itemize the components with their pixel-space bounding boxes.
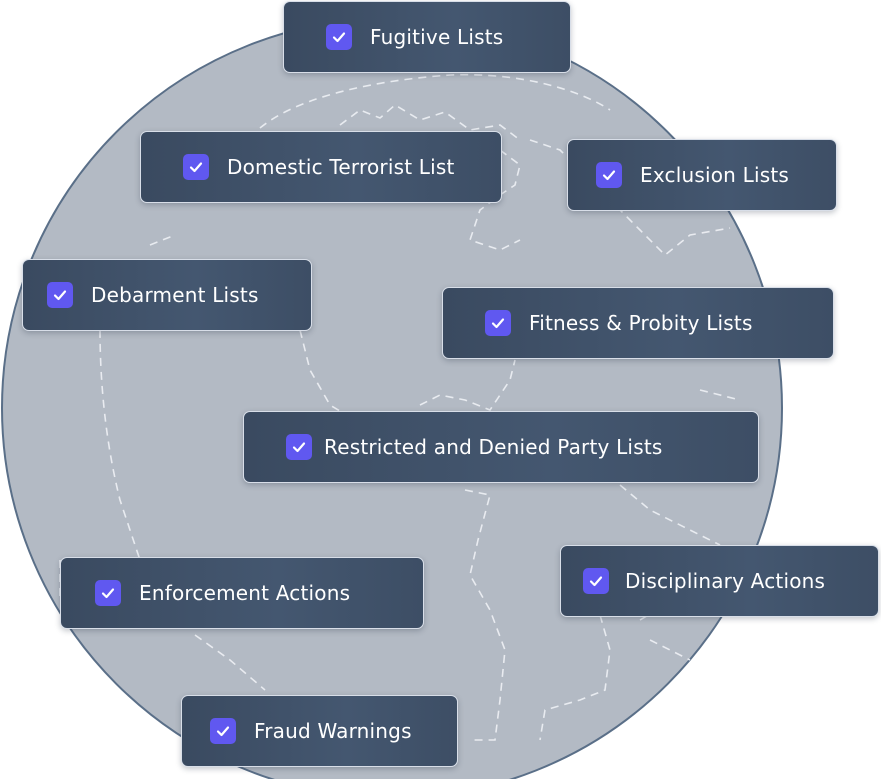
list-item-exclusion[interactable]: Exclusion Lists	[567, 139, 837, 211]
list-item-fugitive[interactable]: Fugitive Lists	[283, 1, 571, 73]
list-item-label: Fraud Warnings	[254, 719, 412, 743]
list-item-label: Fugitive Lists	[370, 25, 504, 49]
list-item-label: Disciplinary Actions	[625, 569, 826, 593]
list-item-label: Restricted and Denied Party Lists	[324, 435, 663, 459]
list-item-label: Enforcement Actions	[139, 581, 351, 605]
check-icon[interactable]	[47, 282, 73, 308]
check-icon[interactable]	[596, 162, 622, 188]
list-item-label: Fitness & Probity Lists	[529, 311, 753, 335]
list-item-disciplinary[interactable]: Disciplinary Actions	[560, 545, 879, 617]
check-icon[interactable]	[583, 568, 609, 594]
check-icon[interactable]	[286, 434, 312, 460]
check-icon[interactable]	[326, 24, 352, 50]
list-item-enforcement[interactable]: Enforcement Actions	[60, 557, 424, 629]
list-item-restricted-denied[interactable]: Restricted and Denied Party Lists	[243, 411, 759, 483]
list-item-label: Domestic Terrorist List	[227, 155, 455, 179]
check-icon[interactable]	[210, 718, 236, 744]
list-item-fraud[interactable]: Fraud Warnings	[181, 695, 458, 767]
list-item-fitness-probity[interactable]: Fitness & Probity Lists	[442, 287, 834, 359]
check-icon[interactable]	[95, 580, 121, 606]
check-icon[interactable]	[183, 154, 209, 180]
list-item-label: Exclusion Lists	[640, 163, 789, 187]
check-icon[interactable]	[485, 310, 511, 336]
list-item-domestic-terrorist[interactable]: Domestic Terrorist List	[140, 131, 502, 203]
list-item-debarment[interactable]: Debarment Lists	[22, 259, 312, 331]
list-item-label: Debarment Lists	[91, 283, 259, 307]
